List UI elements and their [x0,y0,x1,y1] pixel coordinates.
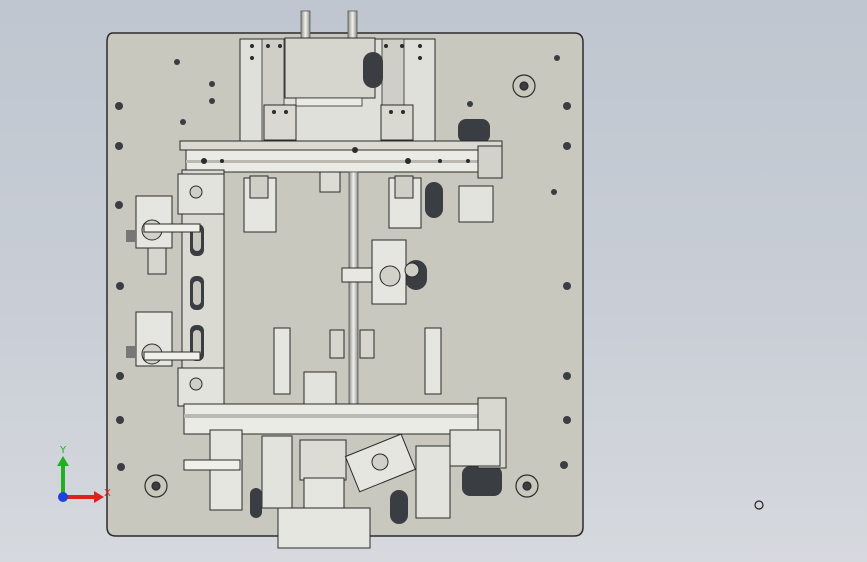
coordinate-triad: Y X [57,445,111,503]
bottom-assemblies [183,429,451,549]
left-clamp-upper [126,195,201,275]
upper-cylinders [243,171,494,233]
mid-rotary-clamp [371,239,420,305]
plate-holes [115,55,571,471]
lower-beam [183,397,507,469]
center-shaft [348,171,359,409]
y-axis-label: Y [59,445,67,456]
dark-slots [405,119,502,496]
left-rail [177,169,225,407]
circle-marker-icon [754,500,764,510]
upper-beam [179,140,503,179]
large-bores [144,74,539,498]
left-clamp-lower [126,311,201,367]
mid-blocks [273,327,442,407]
top-bracket [239,37,436,144]
x-axis-label: X [104,488,111,499]
